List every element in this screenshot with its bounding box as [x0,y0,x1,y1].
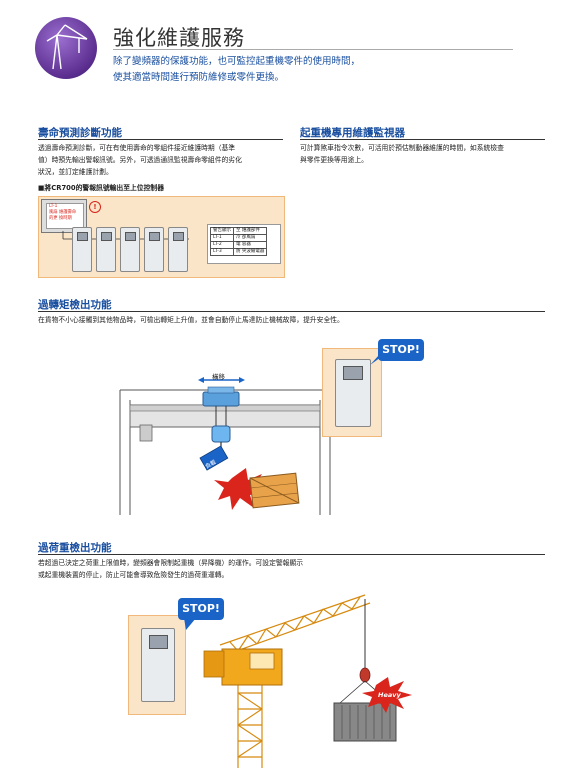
alarm-line-2: 風扇 維護壽命 [49,210,77,215]
lt-header-0: 警告顯示 [210,227,234,235]
tower-crane-illustration [203,594,412,768]
life-prediction-note: ■將CR700的警報訊號輸出至上位控制器 [38,184,164,192]
title-underline [113,49,513,50]
crane-maintenance-title: 起重機專用維護監視器 [300,127,405,139]
over-torque-illustration [119,377,331,515]
over-torque-body: 在貨物不小心接觸到其他物品時，可檢出轉矩上升值，並會自動停止馬達防止機械故障，提… [38,316,344,324]
over-torque-inverter [335,359,371,427]
overload-inverter [141,628,175,702]
alarm-line-1: LT-1 [49,204,58,209]
life-prediction-body-1: 透過壽命預測診斷，可在有使用壽命的零組件接近維護時期（基準 [38,144,236,152]
crane-logo-icon [46,24,88,70]
page-title: 強化維護服務 [113,26,245,50]
overload-title: 過荷重檢出功能 [38,542,112,554]
lt-cell: 電 容器 [232,241,268,249]
inverter-3 [120,227,140,272]
overload-body-2: 或起重機裝置的停止，防止可能會導致危險發生的過荷重運轉。 [38,571,229,579]
intro-line-2: 使其適當時間進行預防維修或零件更換。 [113,72,285,83]
crane-maintenance-body-1: 可計算煞車指令次數，可活用於預估制動器維護的時間，如系統檢查 [300,144,504,152]
over-torque-stop-badge: STOP! [378,339,424,361]
overload-rule [38,554,545,555]
life-prediction-body-3: 狀況，並訂定維護計劃。 [38,168,113,176]
alert-icon: ! [89,201,101,213]
over-torque-title: 過轉矩檢出功能 [38,299,112,311]
overload-stop-badge: STOP! [178,598,224,620]
controller-device: LT-1 風扇 維護壽命 的更 換時期 [41,199,87,233]
alarm-line-3: 的更 換時期 [49,216,72,221]
heavy-label: Heavy [378,691,401,699]
inverter-2 [96,227,116,272]
over-torque-rule [38,311,545,312]
inverter-1 [72,227,92,272]
lt-header-1: 至 維護部件 [232,227,268,235]
life-prediction-rule [38,139,283,140]
crane-maintenance-rule [300,139,545,140]
header-logo [35,17,97,79]
life-prediction-body-2: 值）時預先輸出警報訊號。另外，可透過通訊監視壽命零組件的劣化 [38,156,242,164]
inverter-4 [144,227,164,272]
life-prediction-title: 壽命預測診斷功能 [38,127,122,139]
lt-cell: 冷 卻風扇 [232,234,268,242]
alarm-display: LT-1 風扇 維護壽命 的更 換時期 [46,203,84,229]
life-prediction-diagram: LT-1 風扇 維護壽命 的更 換時期 ! 警告顯示 至 維護部件 LT-1 冷… [38,196,285,278]
lt-table-wrap: 警告顯示 至 維護部件 LT-1 冷 卻風扇 LT-2 電 容器 LT-3 防 … [207,224,281,264]
traverse-label: 橫移 [212,373,225,381]
crane-maintenance-body-2: 與零件更換等用途上。 [300,156,368,164]
stop-pointer-icon [370,355,384,365]
lt-cell: LT-1 [210,234,234,242]
lt-table: 警告顯示 至 維護部件 LT-1 冷 卻風扇 LT-2 電 容器 LT-3 防 … [210,227,268,256]
stop-pointer-icon [184,618,196,630]
intro-line-1: 除了變頻器的保護功能，也可監控起重機零件的使用時間， [113,56,361,67]
inverter-5 [168,227,188,272]
overload-body-1: 若超過已決定之荷重上限值時，變頻器會限制起重機（昇降機）的運作。可設定警報顯示 [38,559,304,567]
overload-inverter-panel [128,615,186,715]
lt-cell: 防 突波繼電器 [232,248,268,256]
lt-cell: LT-3 [210,248,234,256]
lt-cell: LT-2 [210,241,234,249]
